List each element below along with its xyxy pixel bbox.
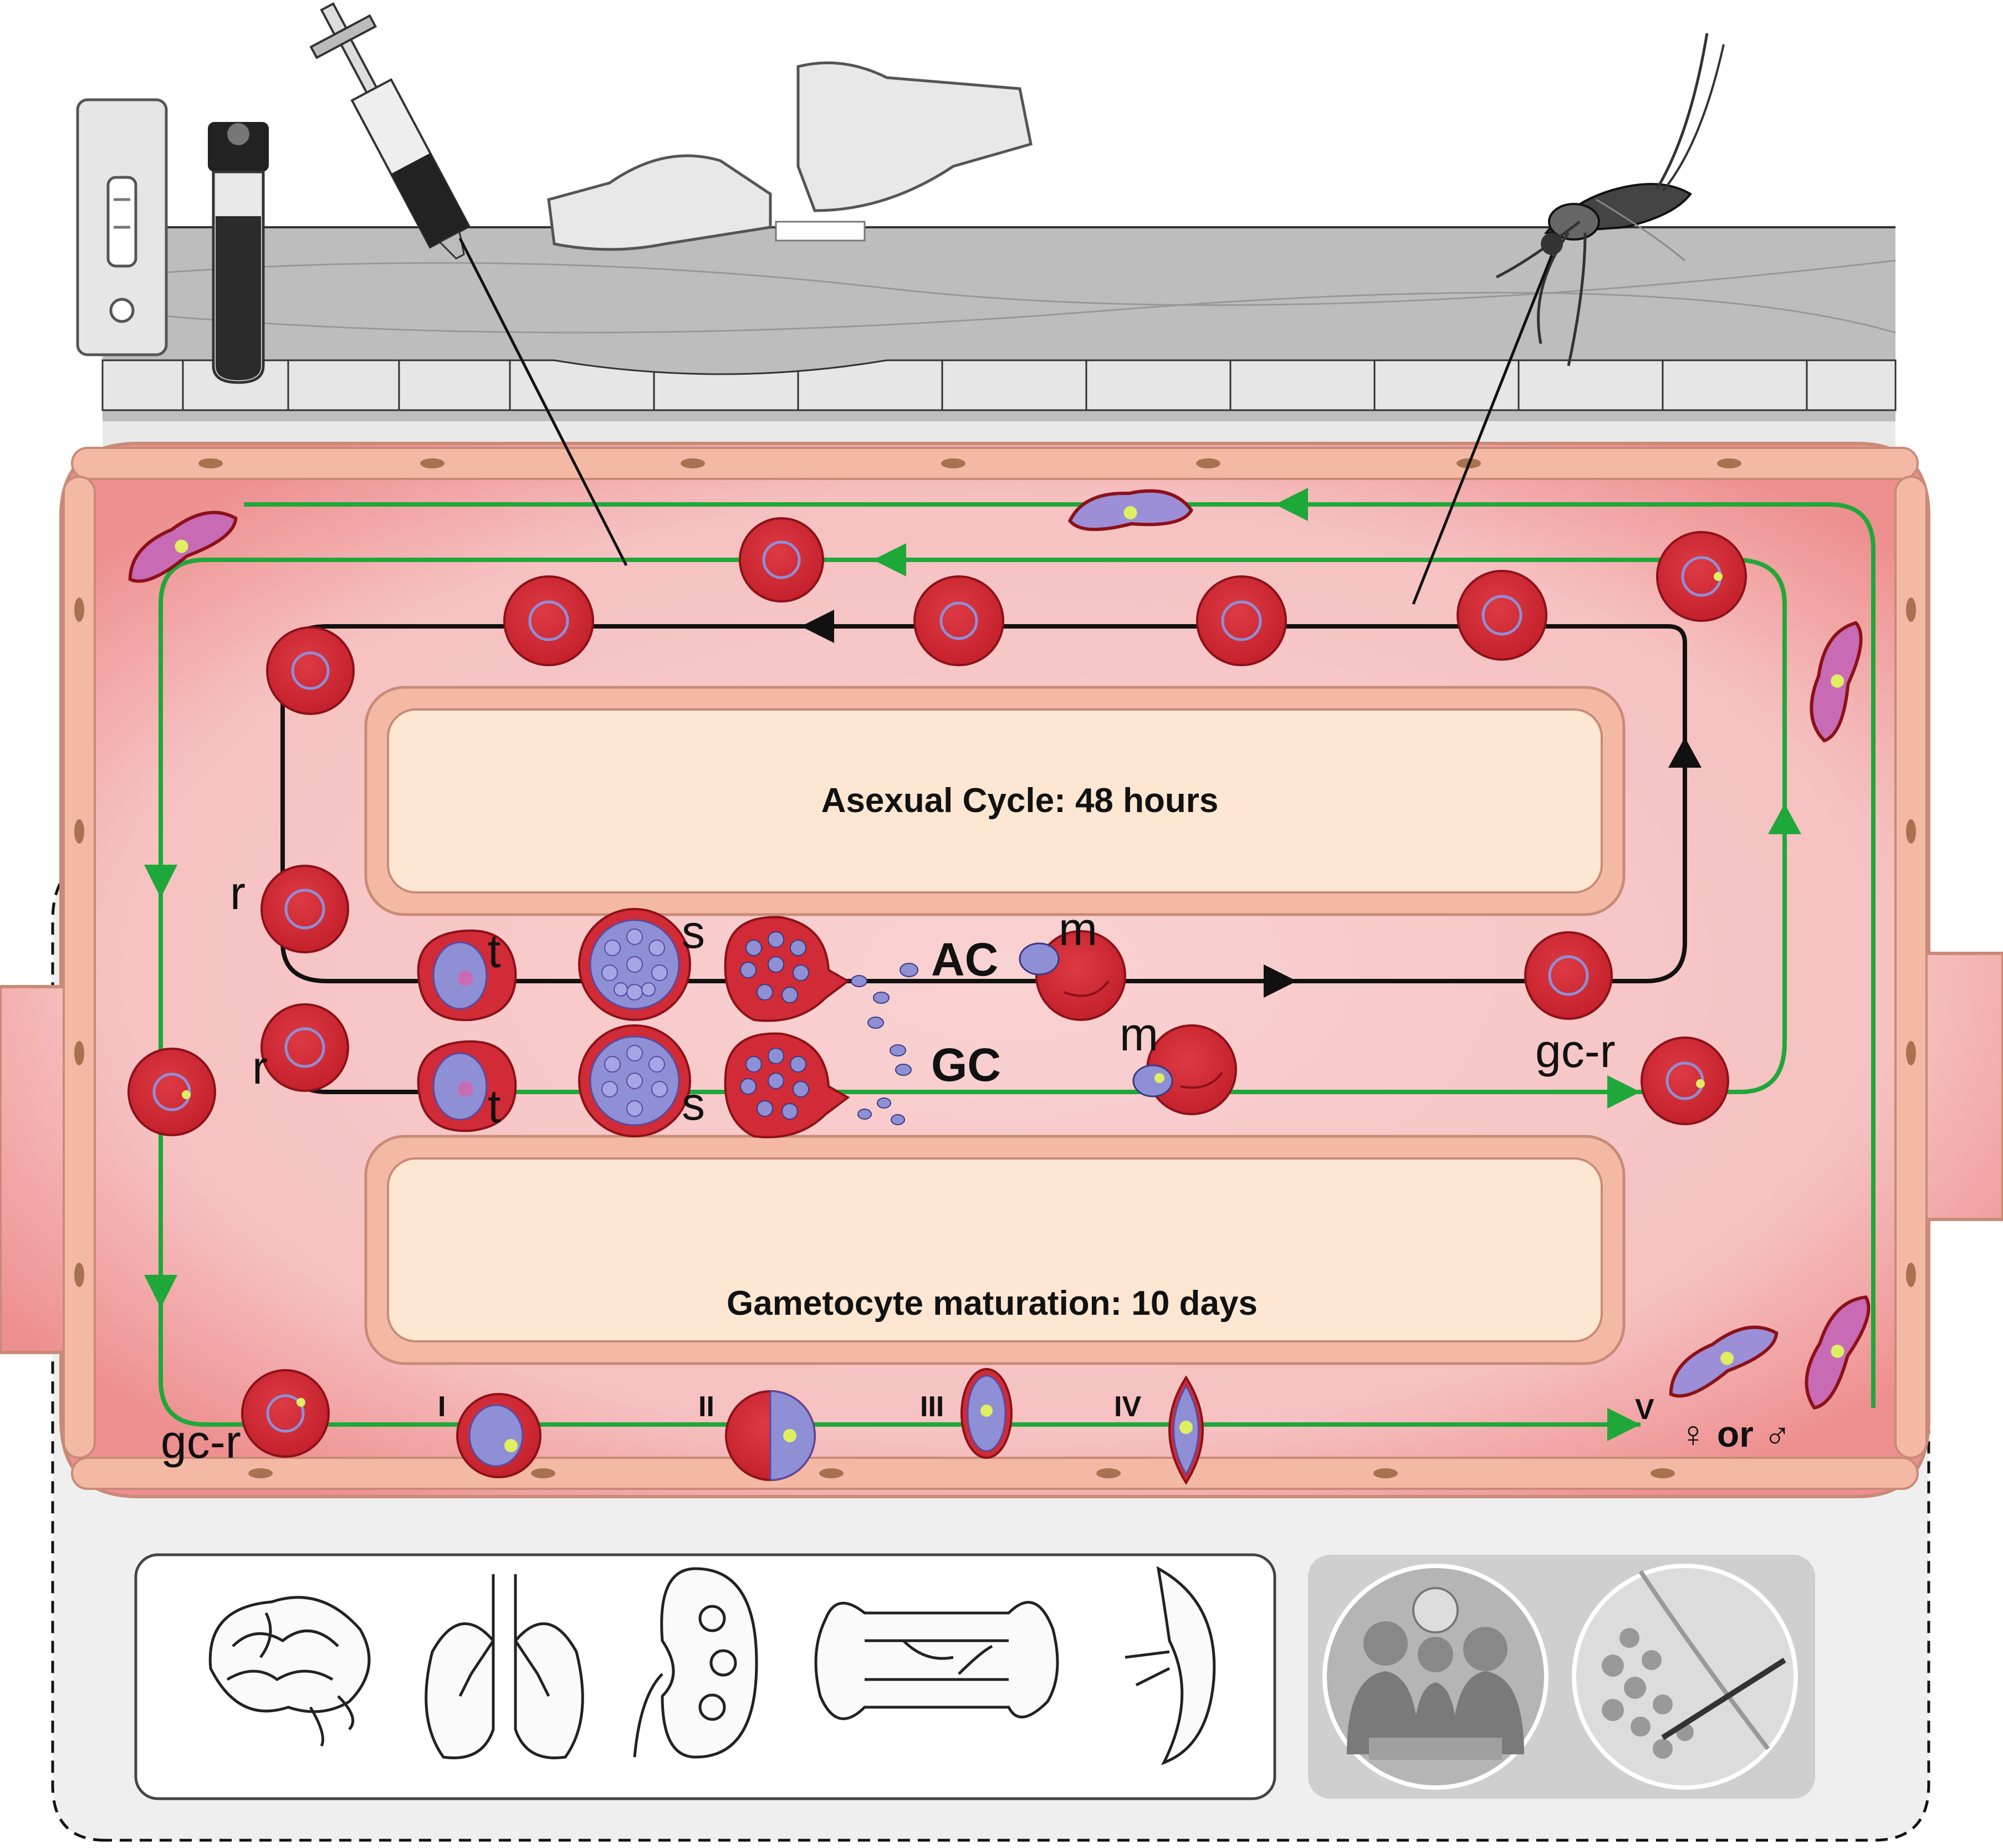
inner-block-asexual: Asexual Cycle: 48 hours — [364, 686, 1626, 916]
ring-label-ac: r — [230, 867, 246, 919]
mosquito-icon — [1412, 33, 1725, 605]
rbc-gc-ring — [241, 1369, 330, 1458]
gc-ring-label-bottom: gc-r — [161, 1416, 241, 1468]
procedures-panel — [1308, 1555, 1815, 1799]
gametocyte-stage-3 — [960, 1368, 1013, 1459]
gc-label: GC — [931, 1039, 1001, 1091]
merozoite-invading-gc — [1132, 1024, 1237, 1115]
trophozoite-label-ac: t — [488, 925, 500, 977]
rbc-ring — [913, 575, 1004, 666]
rbc-ring — [1457, 570, 1547, 661]
sex-label: ♀ or ♂ — [1679, 1413, 1791, 1454]
blood-tube-icon — [208, 122, 269, 384]
ring-label-gc: r — [252, 1042, 268, 1094]
trophozoite-ac — [417, 929, 517, 1022]
rbc-ring — [739, 517, 824, 603]
syringe-icon — [309, 2, 628, 566]
kidney-icon — [633, 1567, 758, 1759]
circulating-gametocyte-violet — [1067, 489, 1194, 532]
mature-gametocyte-violet — [1669, 1325, 1779, 1398]
mature-gametocyte-pink — [1805, 1295, 1871, 1410]
biopsy-needle-icon — [1572, 1564, 1798, 1790]
skin-layer — [101, 226, 1897, 460]
gametocyte-stage-1 — [456, 1393, 541, 1478]
stage-2-label: II — [698, 1391, 714, 1423]
rbc-ring — [503, 575, 594, 666]
trophozoite-gc — [417, 1040, 517, 1132]
asexual-cycle-label: Asexual Cycle: 48 hours — [821, 782, 1219, 820]
gametocyte-maturation-label: Gametocyte maturation: 10 days — [727, 1284, 1258, 1323]
brain-icon — [208, 1596, 371, 1747]
rapid-test-cassette-icon — [76, 98, 168, 356]
bone-marrow-icon — [814, 1601, 1059, 1721]
rbc-ring — [260, 1003, 349, 1092]
merozoite-invading-ac — [1019, 930, 1126, 1021]
rbc-ring — [266, 626, 355, 715]
stage-5-label: V — [1635, 1393, 1654, 1426]
rbc-gc-ring — [127, 1048, 216, 1136]
green-arrowheads — [144, 488, 1801, 1441]
trophozoite-label-gc: t — [488, 1080, 500, 1132]
rbc-ring — [1656, 531, 1747, 622]
circulating-gametocyte-pink-right — [1810, 621, 1863, 743]
schizont-label-ac: s — [682, 906, 705, 958]
stage-labels: r r t t s s AC GC m m gc-r gc-r I II III… — [161, 867, 1791, 1468]
stage-1-label: I — [438, 1391, 446, 1423]
gametocyte-stage-2 — [725, 1390, 816, 1481]
stage-4-label: IV — [1114, 1391, 1141, 1423]
ac-label: AC — [931, 933, 998, 986]
merozoite-label-gc: m — [1120, 1008, 1158, 1060]
gametocyte-stage-4 — [1168, 1375, 1204, 1485]
inner-block-gametocyte: Gametocyte maturation: 10 days — [364, 1135, 1626, 1365]
rbc-ring — [1524, 931, 1613, 1020]
free-merozoites — [851, 963, 918, 1125]
lungs-icon — [425, 1574, 584, 1759]
gametocyte-stages — [128, 489, 1871, 1485]
surgery-team-icon — [1322, 1564, 1549, 1790]
rbc-ring — [260, 865, 349, 953]
gloved-hands-smear-icon — [547, 61, 1033, 251]
rbc-ring — [1196, 575, 1287, 666]
stage-3-label: III — [920, 1391, 944, 1423]
merozoite-label-ac: m — [1059, 903, 1097, 955]
black-arrowheads — [801, 610, 1701, 998]
ring-stage-cells — [127, 517, 1747, 1458]
rupturing-schizont-gc — [724, 1032, 850, 1139]
organ-panel — [134, 1553, 1276, 1800]
spleen-icon — [1125, 1566, 1216, 1765]
asexual-stages — [417, 908, 1237, 1139]
schizont-ac — [578, 908, 691, 1021]
rbc-gc-ring — [1641, 1037, 1729, 1125]
schizont-gc — [578, 1024, 691, 1137]
gc-ring-label-right: gc-r — [1535, 1025, 1616, 1077]
schizont-label-gc: s — [682, 1078, 705, 1130]
circulating-gametocyte-pink-left — [128, 511, 238, 583]
rupturing-schizont-ac — [724, 916, 850, 1022]
